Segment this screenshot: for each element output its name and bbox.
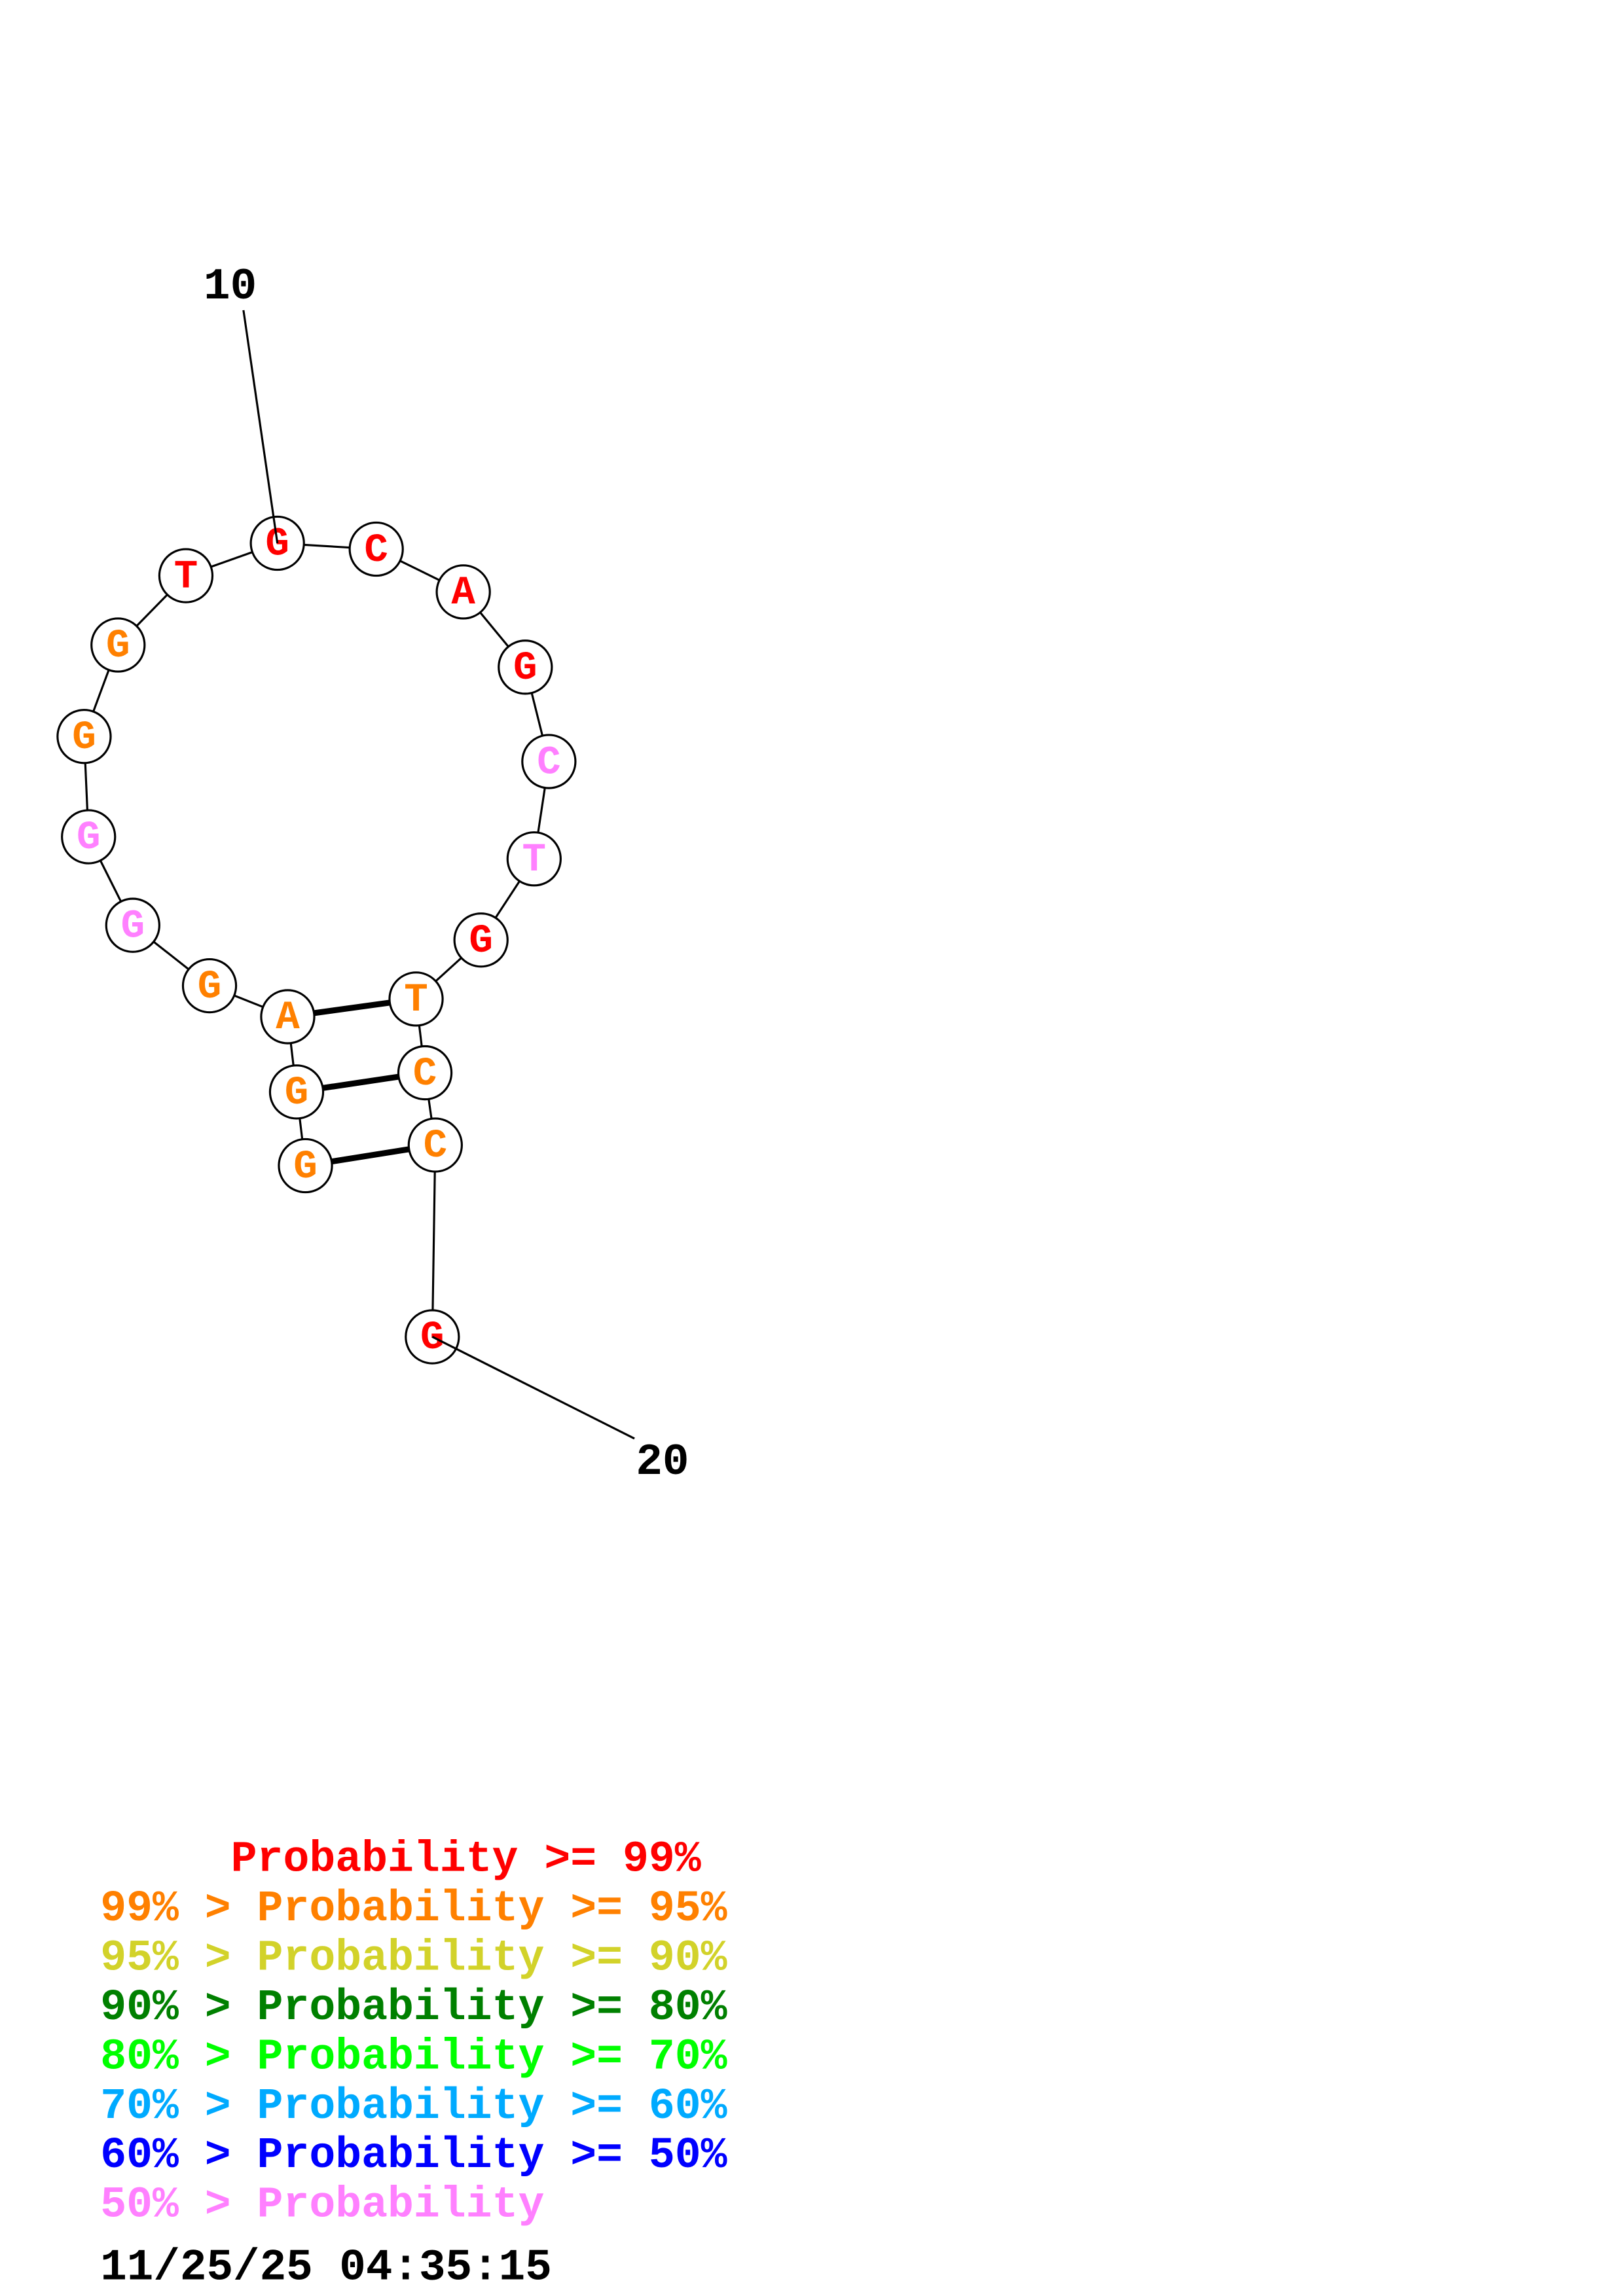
- nucleotide-letter: T: [522, 838, 547, 883]
- nucleotide-letter: T: [404, 978, 428, 1023]
- position-labels: 10 20: [204, 262, 689, 1488]
- nucleotide: C: [397, 1045, 453, 1101]
- nucleotide: T: [506, 831, 562, 887]
- nucleotide-circle: [90, 617, 146, 673]
- legend-entry: 95% > Probability >= 90%: [100, 1933, 727, 1982]
- nucleotide-letter: A: [276, 996, 300, 1041]
- nucleotide-letter: G: [77, 816, 101, 861]
- nucleotide-circle: [105, 897, 160, 953]
- nucleotide-letter: G: [285, 1071, 309, 1116]
- nucleotide-letter: G: [513, 646, 538, 691]
- legend-entry: 80% > Probability >= 70%: [100, 2032, 727, 2081]
- nucleotide: G: [61, 809, 117, 865]
- position-label: 10: [204, 262, 257, 312]
- nucleotide-circle: [278, 1138, 333, 1194]
- nucleotide: T: [158, 548, 214, 603]
- legend-entry: 60% > Probability >= 50%: [100, 2131, 727, 2180]
- nucleotide-circle: [181, 958, 238, 1014]
- nucleotide-circle: [268, 1064, 325, 1120]
- nucleotide: G: [105, 897, 160, 953]
- nucleotide: G: [181, 958, 238, 1014]
- legend-entry: Probability >= 99%: [100, 1835, 701, 1884]
- nucleotide: C: [348, 521, 404, 577]
- nucleotide-letter: G: [106, 624, 130, 669]
- nucleotide-circle: [453, 912, 509, 968]
- nucleotide-circle: [158, 548, 214, 603]
- nucleotide: G: [278, 1138, 333, 1194]
- nucleotide-letter: A: [451, 571, 475, 616]
- backbone-link: [431, 1145, 437, 1337]
- nucleotide-letter: G: [420, 1316, 445, 1361]
- nucleotide-letter: G: [198, 965, 222, 1010]
- nucleotide-circle: [521, 734, 577, 789]
- nucleotide-circle: [56, 709, 112, 764]
- legend-entry: 70% > Probability >= 60%: [100, 2082, 727, 2131]
- nucleotide: G: [56, 709, 112, 764]
- nucleotide: C: [521, 734, 577, 789]
- position-label-line: [242, 310, 279, 544]
- legend-entry: 50% > Probability: [100, 2181, 544, 2230]
- nucleotide-letter: C: [364, 528, 388, 573]
- nucleotide-circle: [348, 521, 404, 577]
- position-label-line: [431, 1336, 635, 1440]
- nucleotide-circle: [397, 1045, 453, 1101]
- legend-entry: 90% > Probability >= 80%: [100, 1983, 727, 2032]
- nucleotide-circle: [435, 564, 491, 620]
- nucleotide-circle: [61, 809, 117, 865]
- nucleotide: G: [498, 639, 553, 695]
- nucleotide-letter: T: [174, 554, 198, 600]
- nucleotide-letter: G: [265, 522, 289, 567]
- nucleotide: T: [388, 971, 444, 1027]
- nucleotide: G: [90, 617, 146, 673]
- nucleotide-letter: G: [121, 904, 145, 949]
- nucleotide-circle: [388, 971, 444, 1027]
- nucleotide-letter: G: [72, 715, 96, 761]
- nucleotide-letter: C: [424, 1124, 448, 1169]
- legend-entry: 99% > Probability >= 95%: [100, 1884, 727, 1933]
- nucleotide-letter: G: [469, 919, 493, 964]
- position-label: 20: [636, 1438, 689, 1488]
- nucleotide-circle: [498, 639, 553, 695]
- nucleotide: C: [407, 1117, 463, 1173]
- timestamp: 11/25/25 04:35:15: [100, 2244, 552, 2293]
- nucleotide-circle: [407, 1117, 463, 1173]
- probability-legend: Probability >= 99%99% > Probability >= 9…: [100, 1835, 727, 2229]
- nucleotide-letter: G: [293, 1145, 318, 1190]
- nucleotide: A: [260, 989, 316, 1045]
- nucleotide: A: [435, 564, 491, 620]
- nucleotide-circle: [506, 831, 562, 887]
- nucleotide-letter: C: [537, 740, 561, 785]
- nucleotide: G: [453, 912, 509, 968]
- nucleotide-circle: [260, 989, 316, 1045]
- nucleotide-letter: C: [413, 1052, 437, 1097]
- nucleotide: G: [249, 515, 305, 571]
- nucleotide: G: [268, 1064, 325, 1120]
